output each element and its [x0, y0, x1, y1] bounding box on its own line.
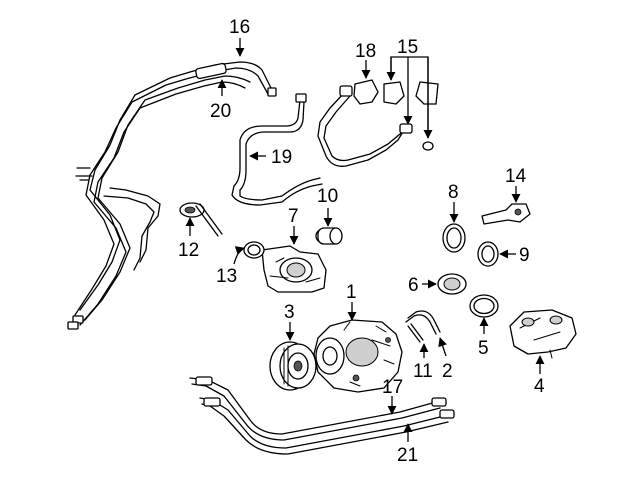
seal-6 — [437, 273, 467, 295]
callout-4: 4 — [534, 376, 545, 397]
callout-7: 7 — [288, 206, 299, 227]
power-steering-pump-1 — [313, 319, 403, 393]
callout-17: 17 — [382, 377, 403, 398]
callout-14: 14 — [505, 166, 527, 187]
callout-21: 21 — [397, 445, 418, 466]
fitting-10 — [315, 227, 343, 245]
o-ring-5 — [469, 294, 499, 318]
key-14 — [481, 203, 531, 225]
callout-19: 19 — [271, 147, 292, 168]
reservoir-7 — [243, 241, 327, 293]
bolt-11 — [405, 310, 441, 343]
hose-19 — [231, 93, 323, 206]
o-ring-8 — [442, 223, 466, 253]
callout-16: 16 — [229, 17, 250, 38]
lower-hose-assembly — [189, 376, 455, 455]
callout-3: 3 — [284, 302, 295, 323]
leader-13 — [233, 246, 245, 265]
callout-1: 1 — [346, 282, 357, 303]
callout-12: 12 — [178, 240, 199, 261]
callout-20: 20 — [210, 101, 231, 122]
callout-18: 18 — [355, 41, 376, 62]
callout-8: 8 — [448, 182, 459, 203]
callout-labels: 16 20 19 18 15 10 7 12 13 8 14 9 6 5 1 3… — [178, 17, 545, 466]
callout-15: 15 — [397, 37, 418, 58]
bracket-4 — [509, 309, 577, 359]
callout-9: 9 — [519, 245, 530, 266]
callout-5: 5 — [478, 338, 489, 359]
callout-10: 10 — [317, 186, 338, 207]
long-hose-assembly — [67, 61, 277, 330]
leader-lines — [185, 38, 545, 442]
leader-2 — [438, 337, 447, 357]
callout-6: 6 — [408, 275, 419, 296]
callout-13: 13 — [216, 266, 237, 287]
pressure-hose-18 — [317, 79, 439, 167]
o-ring-9 — [477, 241, 499, 267]
callout-2: 2 — [442, 361, 453, 382]
callout-11: 11 — [413, 361, 433, 382]
reservoir-cap-12 — [179, 202, 223, 237]
pulley-3 — [269, 341, 317, 391]
